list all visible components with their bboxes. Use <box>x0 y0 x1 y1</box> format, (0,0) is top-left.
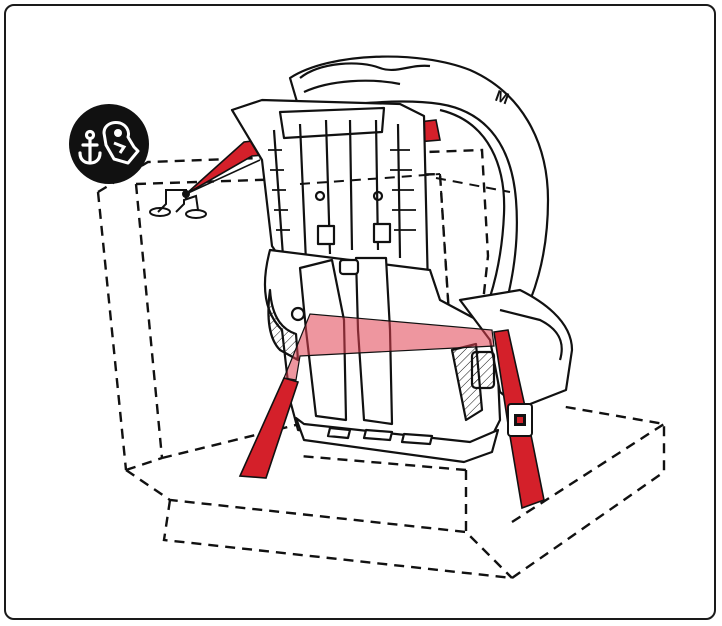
seat-brand-mark: M <box>493 88 511 109</box>
vehicle-backrest-inner-left <box>134 183 164 459</box>
child-car-seat: M <box>230 55 574 464</box>
vehicle-cushion-right-edge <box>464 470 513 579</box>
isofix-anchor-icon <box>69 104 149 184</box>
vehicle-cushion-right-top <box>511 422 665 524</box>
hidden-edges <box>299 173 511 301</box>
vehicle-backrest-left-side <box>96 191 128 471</box>
vehicle-cushion-top <box>161 422 301 460</box>
vehicle-cushion-right-front <box>511 404 666 579</box>
vehicle-seat-belt <box>238 313 545 510</box>
vehicle-cushion-left <box>125 469 467 534</box>
belt-lap-translucent <box>283 313 495 381</box>
vehicle-cushion-inner <box>299 454 467 472</box>
belt-left-anchor-strap <box>238 377 300 479</box>
seat-wing-inner <box>439 108 506 319</box>
isofix-anchors <box>149 189 207 219</box>
vehicle-cushion-front <box>162 499 513 580</box>
vehicle-cushion-back-crease <box>125 456 163 472</box>
